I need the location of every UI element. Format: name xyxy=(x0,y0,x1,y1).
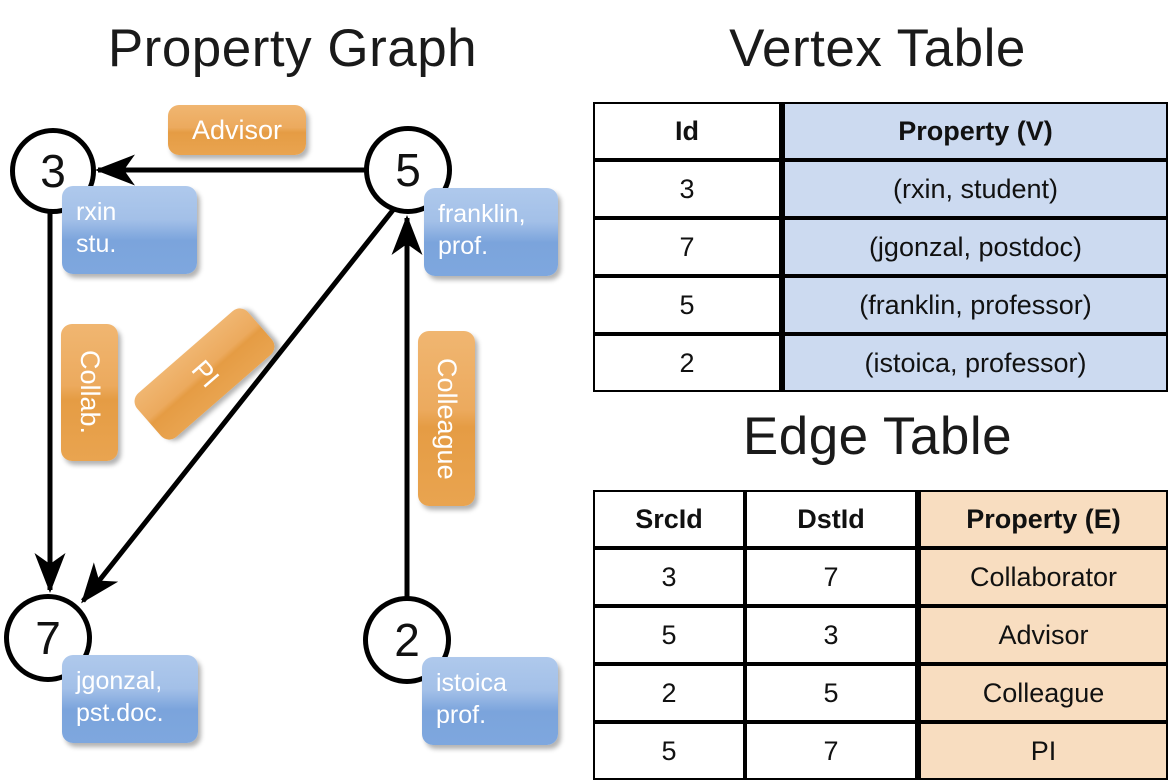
edge-table-header-dstid: DstId xyxy=(745,490,917,548)
vertex-cell-property: (franklin, professor) xyxy=(781,276,1168,334)
edge-cell-dstid: 7 xyxy=(745,722,917,780)
edge-cell-property: Advisor xyxy=(917,606,1168,664)
table-row: 3 7 Collaborator xyxy=(593,548,1168,606)
edge-cell-dstid: 3 xyxy=(745,606,917,664)
edge-cell-property: PI xyxy=(917,722,1168,780)
vertex-cell-id: 5 xyxy=(593,276,781,334)
table-row: 2 (istoica, professor) xyxy=(593,334,1168,392)
edge-table: SrcId DstId Property (E) 3 7 Collaborato… xyxy=(593,490,1168,780)
graph-node-3-label: 3 xyxy=(40,145,66,197)
graph-node-7-property-line2: pst.doc. xyxy=(76,699,164,727)
table-row: 7 (jgonzal, postdoc) xyxy=(593,218,1168,276)
edge-label-collab: Collab. xyxy=(61,324,118,461)
vertex-cell-id: 2 xyxy=(593,334,781,392)
page-title-vertex-table: Vertex Table xyxy=(729,19,1026,78)
edge-cell-dstid: 7 xyxy=(745,548,917,606)
edge-cell-srcid: 3 xyxy=(593,548,745,606)
edge-table-header-row: SrcId DstId Property (E) xyxy=(593,490,1168,548)
graph-node-7-property-box: jgonzal, pst.doc. xyxy=(62,655,198,743)
vertex-cell-property: (jgonzal, postdoc) xyxy=(781,218,1168,276)
graph-node-2[interactable]: 2 xyxy=(363,596,451,684)
graph-node-5-property-line1: franklin, xyxy=(438,200,526,228)
graph-node-5-label: 5 xyxy=(395,144,421,196)
page-title-edge-table: Edge Table xyxy=(742,407,1013,466)
edge-label-advisor: Advisor xyxy=(168,105,306,155)
edge-label-pi-text: PI xyxy=(185,354,225,394)
graph-node-2-label: 2 xyxy=(394,614,420,666)
table-row: 3 (rxin, student) xyxy=(593,160,1168,218)
vertex-table-header-row: Id Property (V) xyxy=(593,102,1168,160)
edge-cell-property: Colleague xyxy=(917,664,1168,722)
graph-node-3-property-line1: rxin xyxy=(76,198,117,226)
graph-node-5-property-box: franklin, prof. xyxy=(424,188,558,276)
table-row: 5 3 Advisor xyxy=(593,606,1168,664)
edge-label-colleague-text: Colleague xyxy=(432,357,462,480)
graph-node-5[interactable]: 5 xyxy=(364,126,452,214)
vertex-cell-id: 3 xyxy=(593,160,781,218)
vertex-cell-property: (rxin, student) xyxy=(781,160,1168,218)
edge-cell-srcid: 5 xyxy=(593,722,745,780)
edge-cell-dstid: 5 xyxy=(745,664,917,722)
edge-label-advisor-text: Advisor xyxy=(191,114,283,145)
vertex-table: Id Property (V) 3 (rxin, student) 7 (jgo… xyxy=(593,102,1168,392)
table-row: 2 5 Colleague xyxy=(593,664,1168,722)
table-row: 5 (franklin, professor) xyxy=(593,276,1168,334)
page-title-property-graph: Property Graph xyxy=(107,19,478,78)
edge-line-pi xyxy=(81,203,399,604)
graph-edges-svg xyxy=(34,154,423,604)
table-row: 5 7 PI xyxy=(593,722,1168,780)
graph-node-3-property-box: rxin stu. xyxy=(62,186,197,274)
edge-label-collab-text: Collab. xyxy=(75,350,105,435)
graph-node-7-property-line1: jgonzal, xyxy=(76,667,163,695)
graph-node-2-property-box: istoica prof. xyxy=(422,657,558,745)
graph-node-7-label: 7 xyxy=(35,612,61,664)
edge-table-header-srcid: SrcId xyxy=(593,490,745,548)
vertex-table-header-id: Id xyxy=(593,102,781,160)
edge-cell-srcid: 2 xyxy=(593,664,745,722)
vertex-cell-id: 7 xyxy=(593,218,781,276)
edge-label-colleague: Colleague xyxy=(418,331,475,506)
edge-cell-property: Collaborator xyxy=(917,548,1168,606)
edge-table-header-property: Property (E) xyxy=(917,490,1168,548)
graph-node-5-property-line2: prof. xyxy=(438,232,489,260)
edge-cell-srcid: 5 xyxy=(593,606,745,664)
graph-node-2-property-line2: prof. xyxy=(436,701,487,729)
vertex-cell-property: (istoica, professor) xyxy=(781,334,1168,392)
vertex-table-header-property: Property (V) xyxy=(781,102,1168,160)
property-graph-diagram: 3 rxin stu. 5 franklin, prof. 7 jgonzal,… xyxy=(0,0,585,760)
graph-node-2-property-line1: istoica xyxy=(436,669,507,697)
graph-node-3-property-line2: stu. xyxy=(76,230,117,258)
